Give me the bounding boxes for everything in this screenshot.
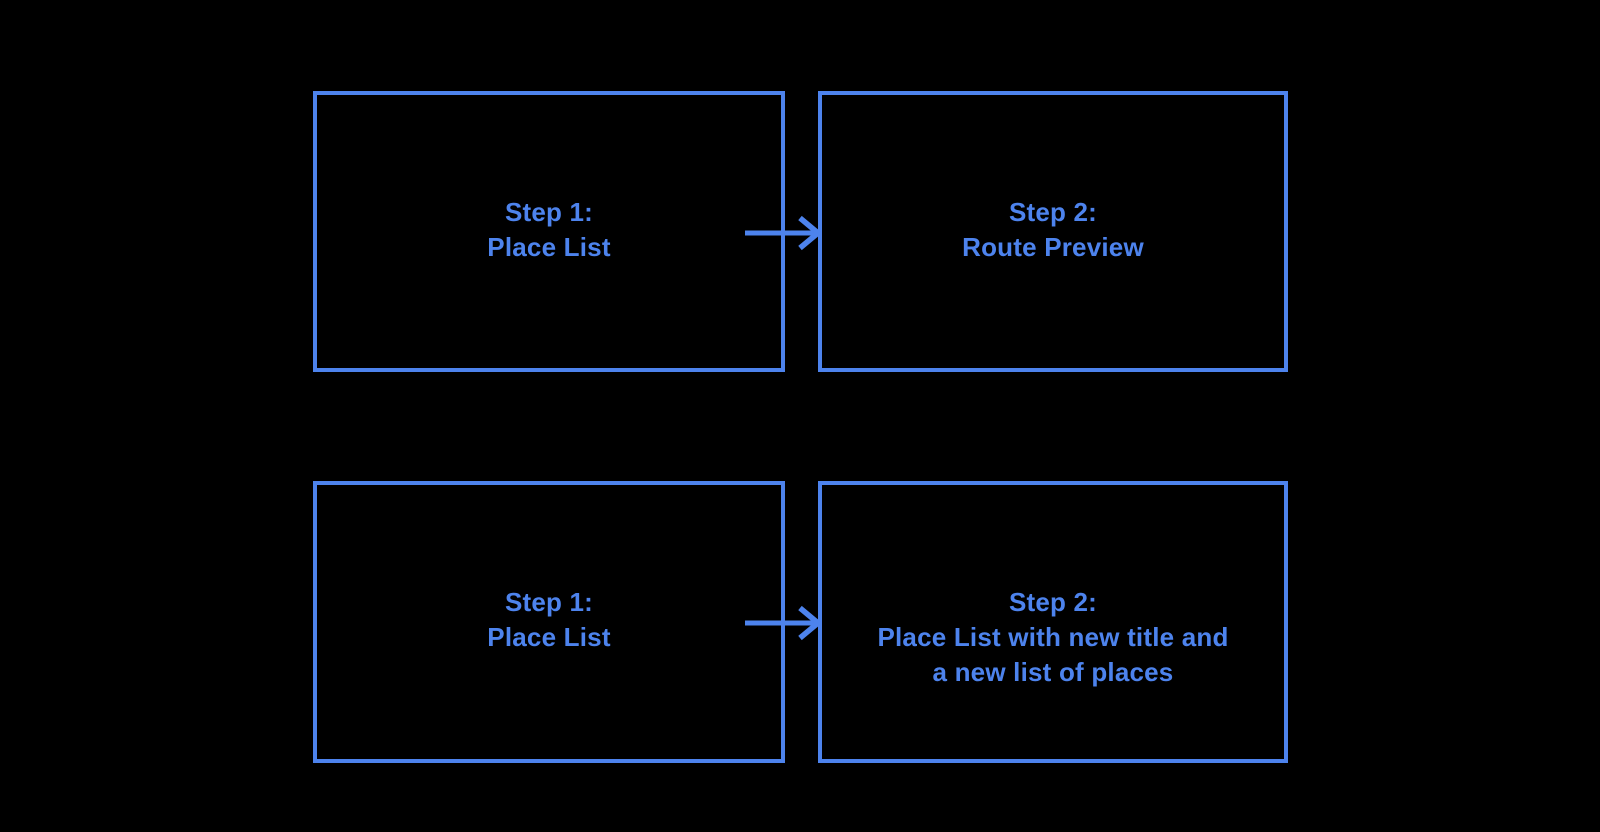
box-text: Step 2: Place List with new title and a ne… (822, 585, 1284, 690)
flow-box-step2-route-preview: Step 2: Route Preview (818, 91, 1288, 372)
box-text-line: a new list of places (932, 657, 1174, 687)
box-text-line: Step 1: (504, 587, 594, 617)
flow-box-step1-place-list: Step 1: Place List (313, 91, 785, 372)
arrow-right-icon (745, 604, 821, 642)
box-text-line: Place List (487, 622, 611, 652)
box-text-line: Step 2: (1008, 587, 1098, 617)
arrow-right-icon (745, 214, 821, 252)
flow-box-step1-place-list-2: Step 1: Place List (313, 481, 785, 763)
box-text-line: Place List with new title and (877, 622, 1229, 652)
box-text-line: Step 1: (504, 197, 594, 227)
box-text-line: Place List (487, 232, 611, 262)
flow-box-step2-new-place-list: Step 2: Place List with new title and a ne… (818, 481, 1288, 763)
box-text-line: Route Preview (962, 232, 1144, 262)
box-text: Step 2: Route Preview (822, 195, 1284, 265)
box-text: Step 1: Place List (317, 195, 781, 265)
box-text-line: Step 2: (1008, 197, 1098, 227)
box-text: Step 1: Place List (317, 585, 781, 655)
